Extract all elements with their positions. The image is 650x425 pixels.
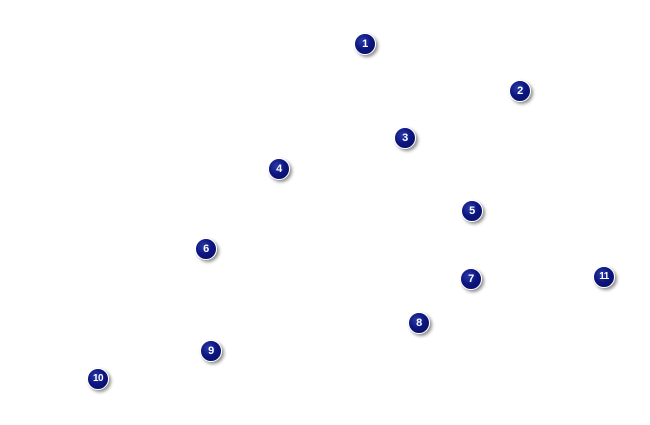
marker-1-label: 1 [362,37,368,50]
marker-4-label: 4 [276,162,282,175]
marker-9[interactable]: 9 [200,340,222,362]
marker-7[interactable]: 7 [460,268,482,290]
marker-4[interactable]: 4 [268,158,290,180]
marker-3-label: 3 [402,131,408,144]
marker-3[interactable]: 3 [394,127,416,149]
marker-8-label: 8 [416,316,422,329]
marker-6-label: 6 [203,242,209,255]
marker-9-label: 9 [208,344,214,357]
marker-11-label: 11 [599,271,609,282]
marker-8[interactable]: 8 [408,312,430,334]
marker-10-label: 10 [92,373,104,384]
marker-7-label: 7 [468,272,474,285]
marker-10[interactable]: 10 [87,368,109,390]
marker-2-label: 2 [517,84,523,97]
marker-11[interactable]: 11 [593,266,615,288]
marker-6[interactable]: 6 [195,238,217,260]
marker-1[interactable]: 1 [354,33,376,55]
marker-2[interactable]: 2 [509,80,531,102]
marker-5-label: 5 [469,204,475,217]
marker-5[interactable]: 5 [461,200,483,222]
